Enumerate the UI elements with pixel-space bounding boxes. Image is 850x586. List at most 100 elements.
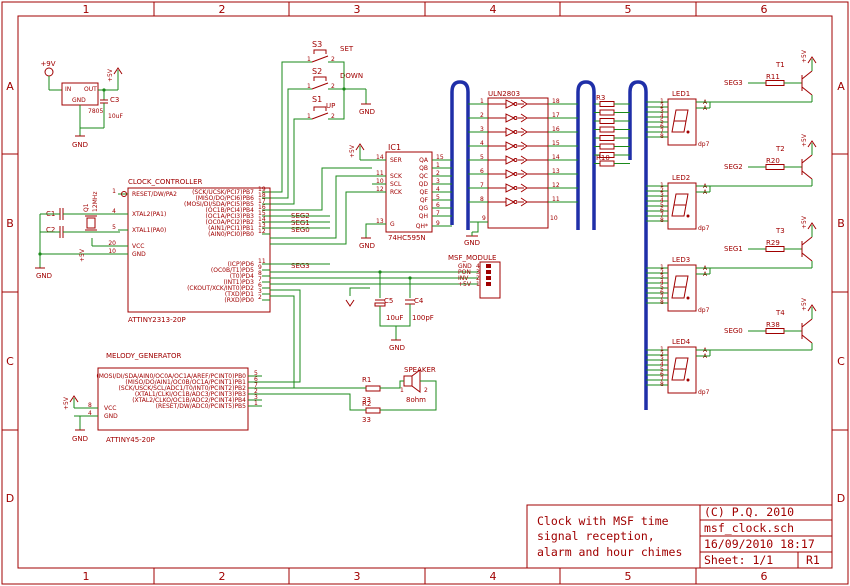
- switch-s2-label: DOWN: [340, 72, 363, 80]
- uln-gnd-pin: 9: [482, 215, 486, 222]
- clock-controller-pin-num: 3: [258, 288, 262, 295]
- ic1-name: IC1: [388, 143, 401, 152]
- uln-out-pin: 13: [552, 168, 560, 175]
- title-description-line: alarm and hour chimes: [537, 545, 682, 559]
- switch-gnd-label: GND: [359, 108, 375, 116]
- switch-s3-name: S3: [312, 40, 322, 49]
- clock-controller-pin-num: 13: [258, 222, 266, 229]
- led-pin-num: 3: [660, 274, 664, 281]
- frame-column-labels: 1 2 3 4 5 6 1 2 3 4 5 6: [83, 3, 768, 583]
- net-labels: SEG2 SEG1 SEG0 SEG3: [291, 212, 310, 270]
- net-label-seg0: SEG0: [291, 226, 310, 234]
- regulator-cap-value: 10uF: [108, 113, 123, 120]
- ic1-pin-num: 2: [436, 170, 440, 177]
- ic1-pin-name: QE: [419, 189, 428, 196]
- speaker-pin1: 1: [400, 387, 404, 394]
- clock-controller-pin-name: (AIN1/PCI1)PB1: [208, 225, 254, 232]
- clock-controller-pin-name: GND: [132, 251, 146, 258]
- led-pin-num: 6: [660, 289, 664, 296]
- clock-controller-pin-num: 8: [258, 270, 262, 277]
- ic1-pin-name: QC: [419, 173, 428, 180]
- led-resistor-name: R38: [766, 321, 780, 329]
- ic1-pin-name: SER: [390, 157, 402, 164]
- ic1-pin-num: 15: [436, 154, 444, 161]
- clock-controller-pin-name: (MOSI/DI/SDA/PCI5)PB5: [184, 201, 254, 208]
- cap-c5-value: 10uF: [386, 314, 403, 322]
- ic1-pin-num: 9: [436, 220, 440, 227]
- melody-generator-part: ATTINY45-20P: [106, 436, 155, 444]
- crystal-freq: 12MHz: [92, 192, 99, 212]
- title-description-line: signal reception,: [537, 529, 655, 543]
- clock-controller-pin-num: 11: [258, 258, 266, 265]
- regulator-vout-label: +5V: [107, 68, 114, 82]
- title-description-line: Clock with MSF time: [537, 514, 669, 528]
- led-resistor-name: R29: [766, 239, 780, 247]
- led-pin-num: 8: [660, 133, 664, 140]
- melody-pin-num: 4: [88, 410, 92, 417]
- regulator-gnd-label: GND: [72, 141, 88, 149]
- title-datetime: 16/09/2010 18:17: [704, 537, 815, 551]
- led-pin-num: 7: [660, 294, 664, 301]
- switch-s2-pin1: 1: [307, 83, 311, 90]
- led-supply-label: +5V: [801, 133, 808, 147]
- net-label-seg1: SEG1: [291, 219, 310, 227]
- melody-generator-title: MELODY_GENERATOR: [106, 352, 182, 360]
- ic1-pin-num: 3: [436, 178, 440, 185]
- ic1-gnd: GND: [359, 242, 375, 250]
- led-pin-num: 7: [660, 212, 664, 219]
- led-display-group: LED112345678AAdp7SEG3R11T1+5VLED21234567…: [646, 49, 817, 396]
- led-pin-num: 3: [660, 108, 664, 115]
- uln-part: ULN2803: [488, 90, 520, 98]
- led-transistor-name: T3: [775, 227, 785, 235]
- msf-pin-name: INV: [458, 275, 469, 282]
- led-pin-num: 1: [660, 182, 664, 189]
- column-label: 5: [625, 570, 632, 583]
- msf-pin-num: 4: [476, 263, 480, 270]
- melody-pin-num: 8: [88, 402, 92, 409]
- net-label-seg3: SEG3: [291, 262, 310, 270]
- led-pin-num: 5: [660, 284, 664, 291]
- decoupling-gnd: GND: [389, 344, 405, 352]
- msf-pin-num: 3: [476, 269, 480, 276]
- ic1-pin-num: 6: [436, 202, 440, 209]
- title-revision: R1: [806, 553, 820, 567]
- bank-resistor: [599, 143, 615, 150]
- title-block: Clock with MSF time signal reception, al…: [526, 504, 833, 569]
- switch-s2-pin2: 2: [331, 83, 335, 90]
- led-name: LED1: [672, 90, 690, 98]
- clock-controller-pin-name: (INT1)PD3: [224, 279, 255, 286]
- crystal-gnd: GND: [36, 272, 52, 280]
- clock-controller-pin-name: (MISO/DO/PCI6)PB6: [196, 195, 255, 202]
- switch-s1-name: S1: [312, 95, 322, 104]
- led-pin-num: 3: [660, 356, 664, 363]
- led-seg-label: SEG2: [724, 163, 743, 171]
- led-pin-num: 5: [660, 366, 664, 373]
- clock-controller-pin-num: 5: [112, 224, 116, 231]
- bank-resistor: [599, 109, 615, 116]
- speaker-value: 8ohm: [406, 396, 426, 404]
- bank-resistor: [599, 126, 615, 133]
- msf-pin-num: 2: [476, 275, 480, 282]
- switch-s3-label: SET: [340, 45, 354, 53]
- resistor-r1-value: 33: [362, 396, 371, 404]
- led-pin-dp: dp7: [698, 389, 710, 396]
- column-label: 3: [354, 570, 361, 583]
- uln-out-pin: 18: [552, 98, 560, 105]
- msf-pin-name: +5V: [458, 281, 472, 288]
- led-pin-num: 8: [660, 299, 664, 306]
- clock-controller-pin-name: (OC0B/T1)PD5: [211, 267, 254, 274]
- ic1-pin-name: QB: [419, 165, 428, 172]
- clock-controller-pin-num: 15: [258, 210, 266, 217]
- clock-controller-pin-num: 20: [108, 240, 116, 247]
- switch-s1-pin2: 2: [331, 113, 335, 120]
- led-pin-num: 5: [660, 118, 664, 125]
- ic1-pin-name: QF: [420, 197, 429, 204]
- row-label: D: [6, 492, 14, 505]
- speaker-circuit: SPEAKER 1 2 8ohm R1 33 R2 33: [262, 366, 437, 424]
- uln-in-pin: 3: [480, 126, 484, 133]
- led-pin-dp: dp7: [698, 307, 710, 314]
- title-copyright: (C) P.Q. 2010: [704, 505, 794, 519]
- column-label: 5: [625, 3, 632, 16]
- clock-controller-pin-name: (T0)PD4: [230, 273, 254, 280]
